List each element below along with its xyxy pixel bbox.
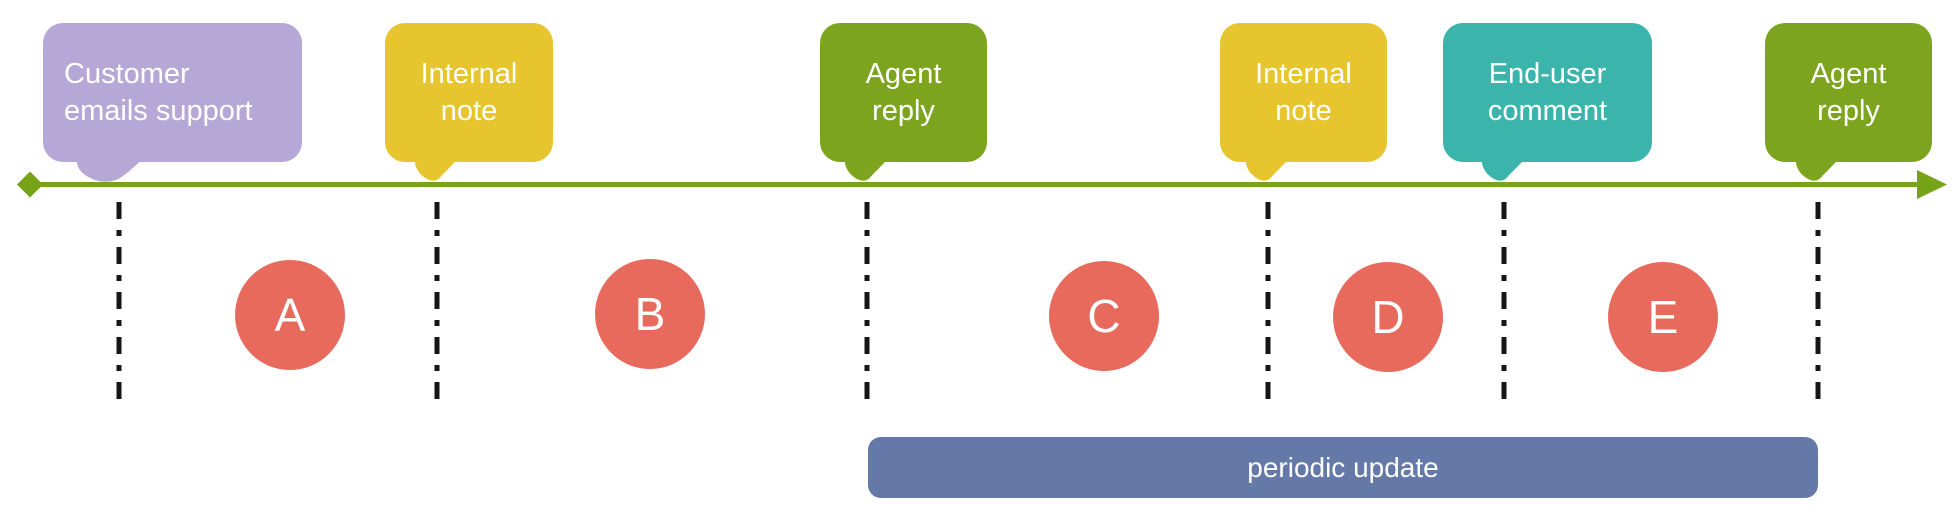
- callout-internal-note-2: Internal note: [1220, 23, 1387, 162]
- callout-tail: [1796, 157, 1841, 181]
- callout-agent-reply-1: Agent reply: [820, 23, 987, 162]
- callout-label: Customer emails support: [64, 57, 253, 127]
- periodic-update-bar: periodic update: [868, 437, 1818, 498]
- callout-label: End-user comment: [1487, 57, 1608, 127]
- callout-label: Agent reply: [865, 57, 942, 127]
- interval-label: A: [274, 289, 306, 341]
- callout-label: Internal note: [1255, 57, 1352, 127]
- interval-circle-a: A: [235, 260, 345, 370]
- interval-circle-b: B: [595, 259, 705, 369]
- interval-circle-e: E: [1608, 262, 1718, 372]
- callout-tail: [77, 157, 145, 182]
- callout-agent-reply-2: Agent reply: [1765, 23, 1932, 162]
- callout-tail: [1246, 157, 1291, 181]
- callout-internal-note-1: Internal note: [385, 23, 553, 162]
- callout-end-user-comment: End-user comment: [1443, 23, 1652, 162]
- interval-circle-d: D: [1333, 262, 1443, 372]
- callout-label: Internal note: [420, 57, 518, 127]
- callout-label: Agent reply: [1810, 57, 1887, 127]
- callout-customer-emails-support: Customer emails support: [43, 23, 302, 162]
- timeline-start-diamond-icon: [17, 171, 43, 198]
- interval-label: C: [1087, 290, 1121, 342]
- callout-tail: [1482, 157, 1527, 181]
- interval-label: D: [1371, 291, 1405, 343]
- timeline-arrowhead-icon: [1917, 170, 1947, 199]
- periodic-update-label: periodic update: [1247, 451, 1439, 483]
- interval-circle-c: C: [1049, 261, 1159, 371]
- interval-label: E: [1647, 291, 1679, 343]
- callout-tail: [415, 157, 460, 181]
- callout-tail: [845, 157, 890, 181]
- interval-label: B: [634, 288, 666, 340]
